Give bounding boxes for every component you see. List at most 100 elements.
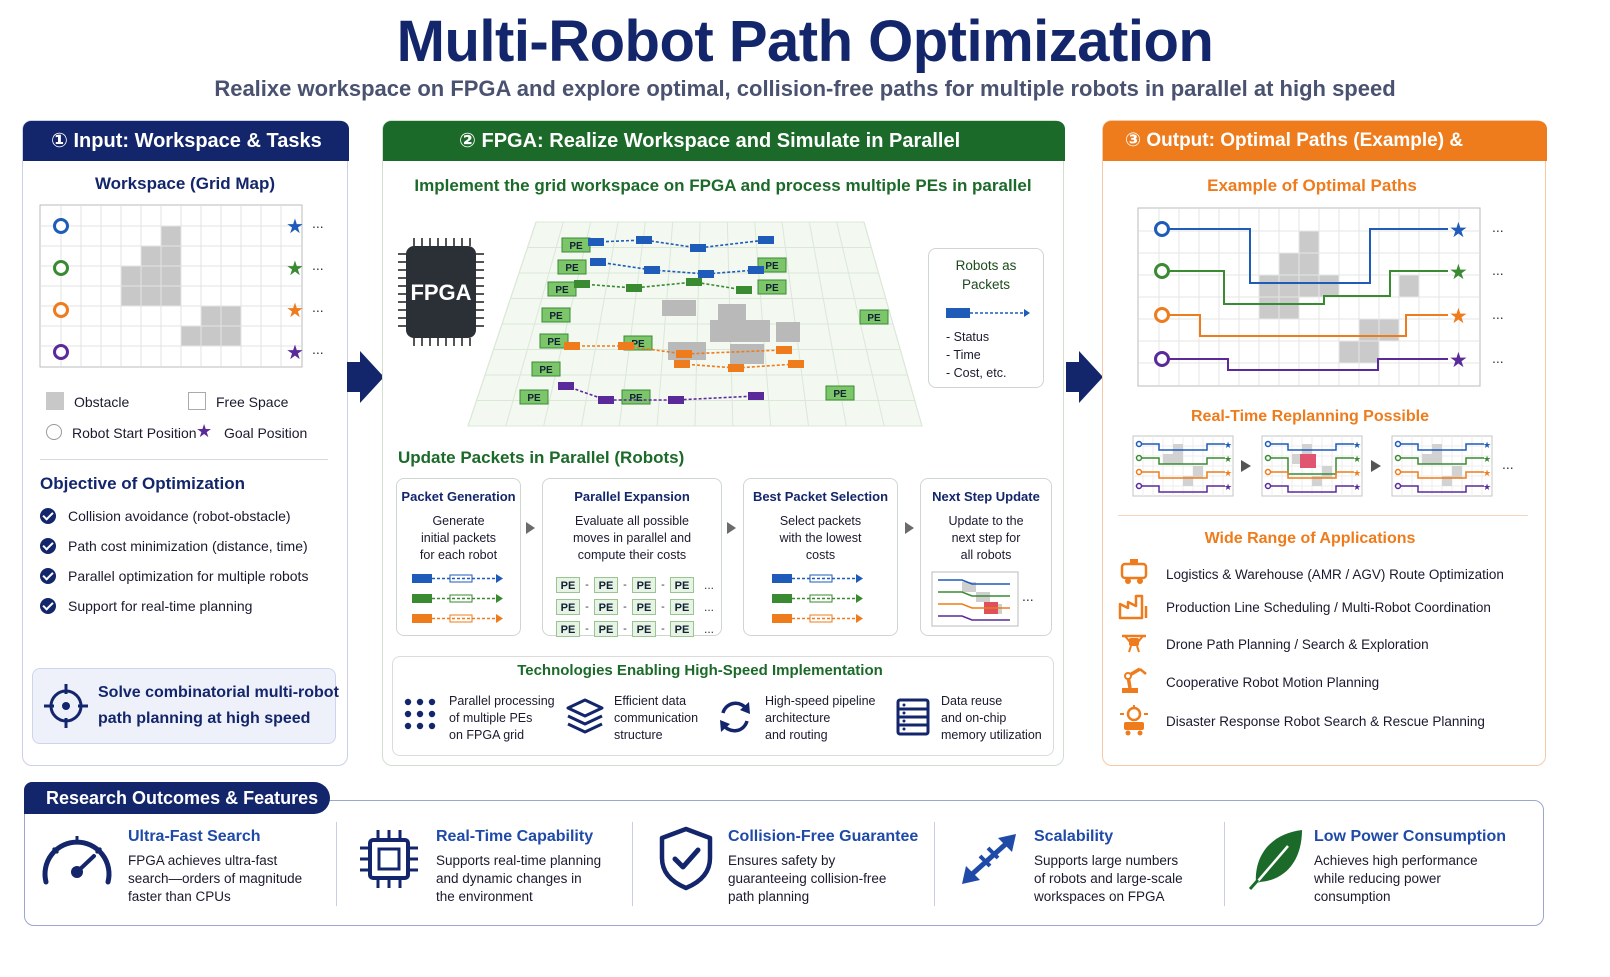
paths-ellipsis-3: ... — [1492, 306, 1504, 322]
packet — [588, 238, 604, 246]
step-arrow-icon — [727, 522, 736, 534]
agv-icon — [1120, 559, 1148, 584]
feature-title: Low Power Consumption — [1314, 828, 1506, 845]
grid-ellipsis-4: ... — [312, 341, 324, 357]
shield-check-icon — [659, 826, 713, 891]
flow-arrow-right-icon — [360, 351, 384, 403]
replan-path — [1268, 443, 1354, 451]
packet — [618, 342, 634, 350]
pe-label: PE — [555, 285, 569, 296]
packet — [686, 278, 702, 286]
robot-start-circle — [1154, 263, 1170, 279]
robot-start-circle — [1394, 468, 1402, 476]
pe-block — [859, 309, 889, 325]
mini-obstacle — [1163, 454, 1183, 464]
pe-block — [539, 333, 569, 349]
obstacle-cell — [141, 266, 161, 286]
replan-path — [1268, 485, 1354, 493]
obstacle-cell — [1279, 253, 1299, 275]
obstacle-cell — [161, 246, 181, 266]
page-title: Multi-Robot Path Optimization — [396, 9, 1214, 74]
pe-link: - — [623, 623, 627, 635]
robot-start-circle — [1154, 221, 1170, 237]
replan-map-3: ★★★★ — [1391, 435, 1493, 497]
app-item: Production Line Scheduling / Multi-Robot… — [1166, 600, 1491, 615]
feature-title: Ultra-Fast Search — [128, 828, 261, 845]
packet-arrowhead — [856, 614, 863, 623]
objective-title: Objective of Optimization — [40, 474, 245, 493]
optimal-path-line — [1162, 358, 1448, 371]
replan-map-2: ★★★★ — [1261, 435, 1363, 497]
research-outcomes-title: Research Outcomes & Features — [24, 782, 330, 814]
target-icon — [44, 684, 88, 728]
optimal-paths-grid: ★★★★ — [1137, 207, 1481, 387]
robot-start-circle — [1135, 440, 1143, 448]
feature-separator — [632, 822, 633, 906]
memory-icon — [896, 698, 930, 736]
mini-obstacle — [1312, 476, 1322, 486]
obstacle-cell — [1379, 319, 1399, 341]
pe-link: - — [585, 579, 589, 591]
packet-arrowhead — [496, 594, 503, 603]
obstacle-legend-swatch — [46, 392, 64, 410]
obstacle-cell — [161, 286, 181, 306]
pe-block: PE — [632, 577, 656, 593]
packet — [674, 360, 690, 368]
replan-path — [1398, 471, 1484, 479]
obstacle-block — [776, 322, 800, 342]
legend-free-label: Free Space — [216, 394, 289, 410]
step-arrow-icon — [905, 522, 914, 534]
packet-attr-cost: - Cost, etc. — [946, 366, 1007, 380]
pe-label: PE — [547, 337, 561, 348]
pe-block: PE — [556, 577, 580, 593]
step-title: Best Packet Selection — [752, 489, 889, 504]
pe-label: PE — [867, 313, 881, 324]
grid-ellipsis-1: ... — [312, 215, 324, 231]
goal-star-icon: ★ — [1483, 441, 1491, 451]
goal-star-icon: ★ — [1353, 455, 1361, 465]
mini-obstacle — [1442, 476, 1452, 486]
optimal-path-line — [1162, 314, 1448, 337]
panel1-divider — [40, 459, 328, 460]
packet-icon — [946, 308, 1030, 318]
replan-path — [1139, 485, 1225, 493]
pe-block — [531, 361, 561, 377]
update-packets-title: Update Packets in Parallel (Robots) — [398, 448, 685, 467]
pe-row-ellipsis: ... — [704, 622, 715, 636]
replan-path — [1139, 471, 1225, 479]
robot-start-circle — [1264, 440, 1272, 448]
obstacle-cell — [1279, 275, 1299, 297]
pe-block: PE — [670, 621, 694, 637]
app-item: Drone Path Planning / Search & Explorati… — [1166, 637, 1429, 652]
mini-path — [938, 591, 1010, 597]
packet — [644, 266, 660, 274]
panel3-divider — [1118, 515, 1528, 516]
packet-path — [581, 281, 745, 291]
packet — [748, 392, 764, 400]
goal-star-icon: ★ — [1224, 483, 1232, 493]
packet — [626, 284, 642, 292]
leaf-icon — [1248, 830, 1302, 890]
speedometer-icon — [42, 836, 112, 885]
drone-icon — [1122, 634, 1146, 653]
robot-start-circle — [1264, 468, 1272, 476]
goal-star-icon: ★ — [1449, 218, 1468, 242]
grid-ellipsis-3: ... — [312, 299, 324, 315]
obstacle-block — [710, 320, 770, 342]
app-item: Disaster Response Robot Search & Rescue … — [1166, 714, 1485, 729]
robot-start-circle — [1394, 440, 1402, 448]
pe-label: PE — [565, 263, 579, 274]
pe-label: PE — [765, 261, 779, 272]
goal-star-icon: ★ — [1449, 260, 1468, 284]
goal-star-icon: ★ — [1224, 469, 1232, 479]
pe-block: PE — [594, 599, 618, 615]
packet-arrowhead — [496, 614, 503, 623]
goal-star-icon: ★ — [286, 298, 304, 322]
packet-path — [565, 385, 757, 401]
